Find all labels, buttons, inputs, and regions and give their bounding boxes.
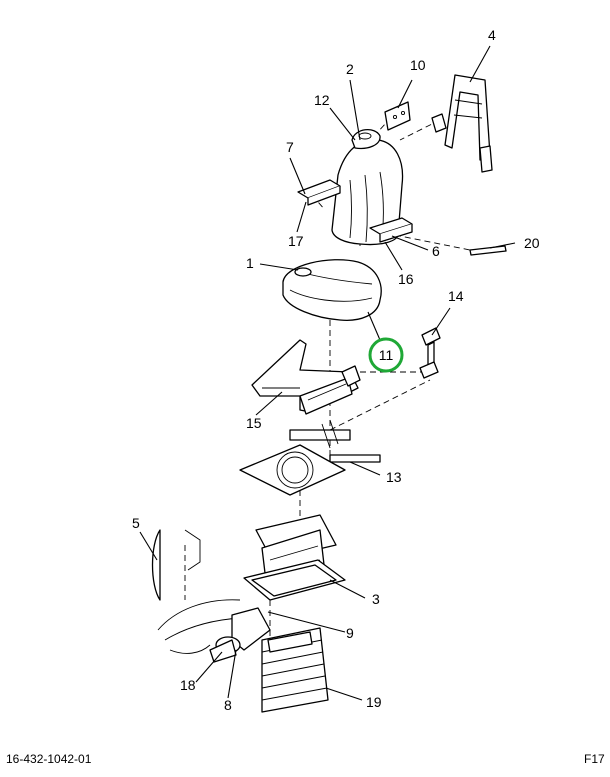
highlighted-callout-11[interactable]: 11 [368, 337, 404, 373]
callout-17: 17 [288, 233, 304, 249]
right-armrest-part [369, 217, 413, 243]
figure-reference: F17 [584, 752, 605, 766]
link-bracket-part [419, 327, 441, 379]
side-cover-part [151, 529, 201, 601]
callout-11: 11 [379, 347, 394, 363]
seat-frame-part [251, 339, 361, 415]
callout-18: 18 [180, 677, 196, 693]
callout-10: 10 [410, 57, 426, 73]
seat-back-part [331, 129, 404, 246]
callout-8: 8 [224, 697, 232, 713]
left-armrest-part [297, 179, 341, 206]
callout-4: 4 [488, 27, 496, 43]
callout-labels: 2 12 10 4 7 17 6 16 20 1 14 15 13 5 3 9 … [132, 27, 540, 713]
callout-14: 14 [448, 288, 464, 304]
drawing-number: 16-432-1042-01 [6, 752, 92, 766]
callout-3: 3 [372, 591, 380, 607]
callout-6: 6 [432, 243, 440, 259]
callout-20: 20 [524, 235, 540, 251]
suspension-base-part [243, 514, 346, 601]
callout-12: 12 [314, 92, 330, 108]
lever-linkage-part [157, 599, 271, 663]
callout-1: 1 [246, 255, 254, 271]
callout-15: 15 [246, 415, 262, 431]
mount-plate-part [239, 419, 381, 496]
callout-13: 13 [386, 469, 402, 485]
callout-7: 7 [286, 139, 294, 155]
leader-lines [139, 45, 516, 701]
callout-9: 9 [346, 625, 354, 641]
highlight-ring [368, 337, 404, 373]
pin-part [469, 245, 507, 256]
bellows-boot-part [261, 627, 329, 713]
headrest-frame-part [431, 74, 493, 173]
callout-5: 5 [132, 515, 140, 531]
bracket-plate-part [384, 101, 411, 131]
callout-16: 16 [398, 271, 414, 287]
callout-2: 2 [346, 61, 354, 77]
callout-19: 19 [366, 694, 382, 710]
seat-cushion-part [282, 259, 382, 321]
